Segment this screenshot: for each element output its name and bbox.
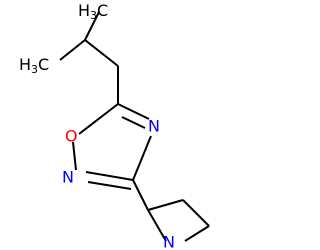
atom-label-nitrogen-n4: N [148,117,160,136]
oxadiazole-ring [72,103,152,190]
atom-label-oxygen: O [65,127,78,146]
bond-c3p-c4p [147,199,184,211]
bond-n4-c5 [117,103,150,120]
bond-ch-ch2 [84,39,119,67]
atom-label-nitrogen-n2: N [62,168,74,187]
bond-c5-o1 [78,103,119,135]
bond-ch3left-ch [59,39,86,61]
atom-label-nitrogen-pyrrolidine: N [163,233,175,250]
atom-label-ch3-left: H3C [19,55,49,77]
atom-label-ch3-top: H3C [78,1,108,23]
canvas-background [0,0,250,250]
pyrrolidine-ring [132,179,210,242]
chemical-structure: H3C H3C O N N N [0,0,250,250]
bond-o1-n2 [72,141,77,171]
bond-n4-c5-double [121,116,146,129]
bond-n2-c3-double [87,181,132,190]
bond-n1p-c2p [147,209,167,242]
bond-c4p-c5p [182,199,210,227]
isobutyl-group [59,11,119,104]
bond-ch3top-ch [84,11,100,41]
bond-c3-c3p [132,179,149,211]
bond-c5p-n1p [184,225,210,242]
bond-n2-c3 [85,171,134,181]
bond-c3-n4 [132,135,152,181]
